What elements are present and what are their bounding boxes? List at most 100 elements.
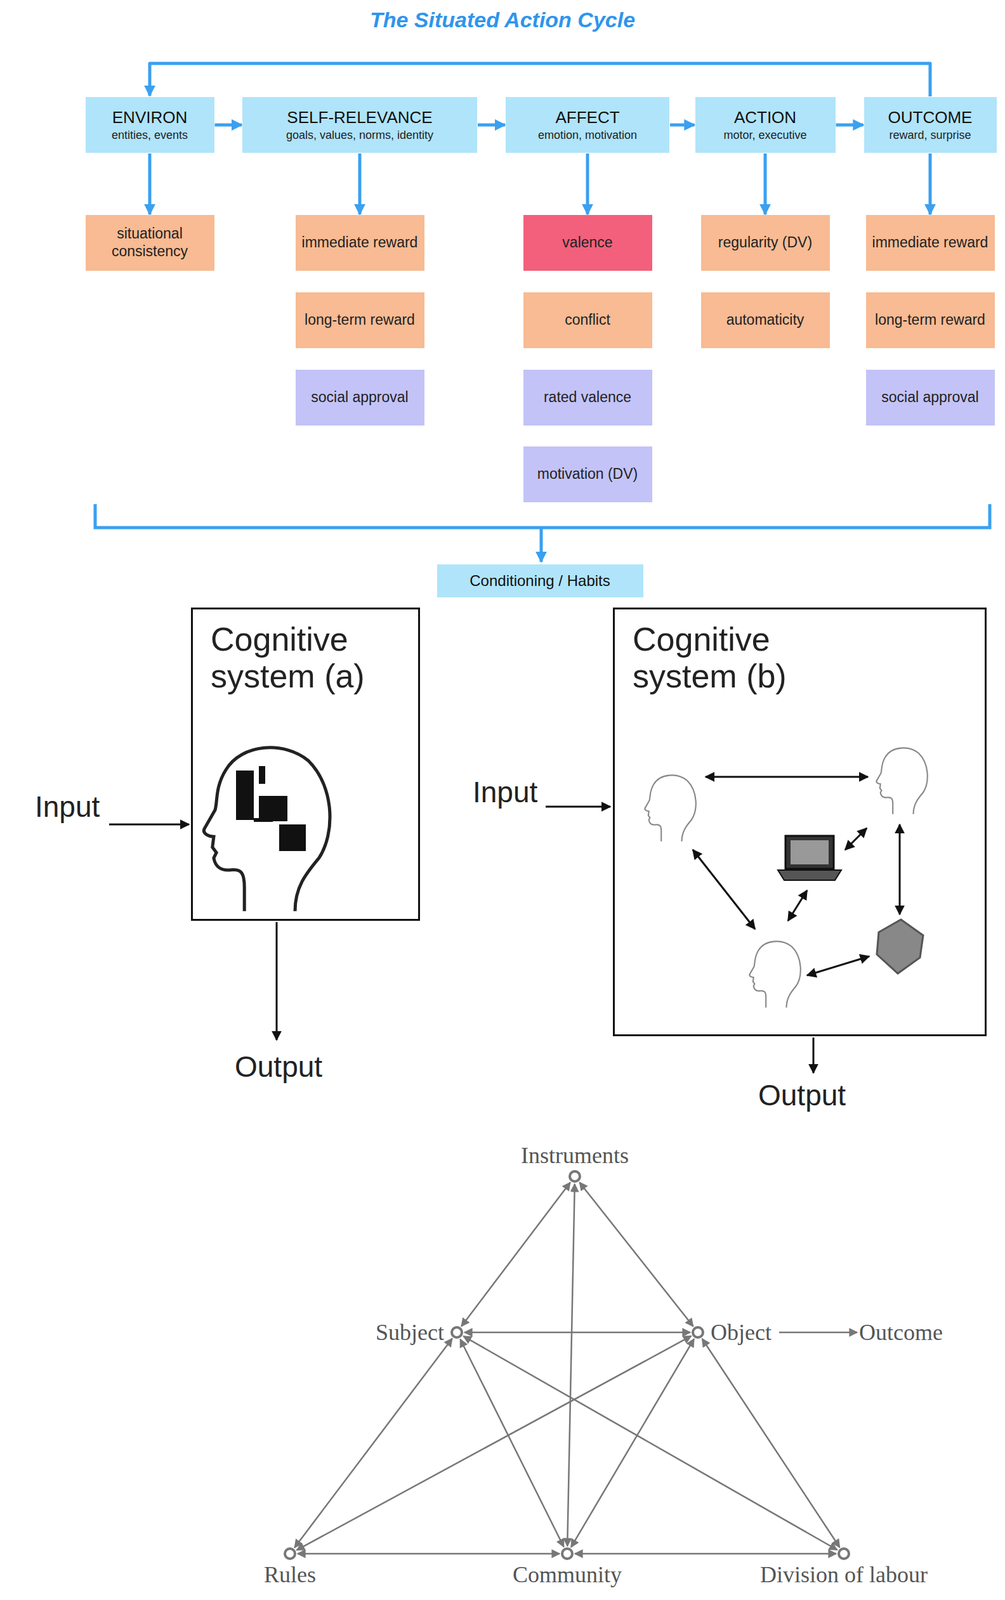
- measure-label: rated valence: [543, 388, 632, 407]
- measure-label: regularity (DV): [718, 234, 813, 252]
- stage-subtitle: emotion, motivation: [538, 128, 638, 143]
- stage-heading: ENVIRON: [112, 107, 188, 128]
- input-arrow: [545, 806, 611, 809]
- relation-arrow: [294, 1339, 453, 1549]
- stage-heading: AFFECT: [555, 107, 620, 128]
- output-label: Output: [758, 1078, 846, 1113]
- process-label: Conditioning / Habits: [469, 572, 610, 591]
- stage-heading: ACTION: [734, 107, 797, 128]
- relation-arrow: [579, 1182, 693, 1327]
- flow-arrow: [215, 123, 243, 127]
- node-label: Division of labour: [760, 1562, 928, 1589]
- measure-box: long-term reward: [295, 292, 425, 349]
- laptop-icon: [777, 836, 842, 881]
- activity-node: Subject: [450, 1326, 464, 1340]
- output-arrow: [275, 922, 278, 1041]
- system-title: Cognitive system (b): [632, 621, 823, 695]
- activity-node: Division of labour: [837, 1548, 851, 1561]
- flow-arrow: [763, 153, 768, 215]
- node-label: Subject: [375, 1319, 445, 1347]
- activity-node: Instruments: [568, 1170, 582, 1184]
- measure-box: regularity (DV): [701, 215, 830, 271]
- measure-box: immediate reward: [295, 215, 425, 271]
- measure-label: situational consistency: [91, 225, 209, 261]
- stage-box: ENVIRONentities, events: [85, 97, 215, 153]
- measure-box: social approval: [866, 369, 995, 426]
- process-box: Conditioning / Habits: [437, 564, 644, 598]
- input-label: Input: [472, 775, 538, 810]
- relation-arrow: [779, 1332, 858, 1335]
- relation-arrow: [464, 1332, 691, 1335]
- diagram-title: The Situated Action Cycle: [0, 7, 1005, 33]
- measure-label: conflict: [564, 311, 611, 330]
- relation-arrow: [463, 1336, 837, 1551]
- stage-subtitle: goals, values, norms, identity: [286, 128, 434, 143]
- measure-label: social approval: [310, 388, 408, 407]
- head-icon: [203, 748, 330, 912]
- stage-box: OUTCOMEreward, surprise: [864, 97, 997, 153]
- system-box: Cognitive system (a): [190, 607, 421, 922]
- node-label: Object: [710, 1319, 772, 1347]
- measure-label: long-term reward: [304, 311, 415, 330]
- mind-blocks: [236, 766, 306, 852]
- relation-arrow: [459, 1340, 564, 1549]
- node-label: Rules: [263, 1562, 316, 1589]
- stage-heading: OUTCOME: [888, 107, 973, 128]
- measure-label: automaticity: [726, 311, 805, 330]
- measure-label: valence: [562, 234, 613, 252]
- measure-box: valence: [523, 215, 653, 271]
- node-label: Community: [512, 1562, 622, 1589]
- measure-box: automaticity: [701, 292, 830, 349]
- measure-label: long-term reward: [874, 311, 986, 330]
- stage-subtitle: entities, events: [111, 128, 188, 143]
- flow-arrow: [928, 153, 933, 215]
- measure-label: social approval: [881, 388, 979, 407]
- measure-label: immediate reward: [872, 234, 989, 252]
- measure-box: motivation (DV): [523, 446, 653, 503]
- measure-box: situational consistency: [85, 215, 215, 271]
- stage-subtitle: reward, surprise: [888, 128, 971, 143]
- stage-heading: SELF-RELEVANCE: [286, 107, 433, 128]
- relation-arrow: [571, 1339, 695, 1548]
- flow-arrow: [586, 153, 590, 215]
- flow-arrow: [149, 63, 931, 97]
- stage-box: AFFECTemotion, motivation: [505, 97, 670, 153]
- activity-node: Object: [691, 1326, 705, 1340]
- activity-node: Community: [560, 1548, 574, 1561]
- head-icon: [876, 748, 927, 815]
- measure-box: long-term reward: [866, 292, 995, 349]
- activity-node: Rules: [283, 1548, 297, 1561]
- flow-arrow: [836, 123, 864, 127]
- relation-arrow: [702, 1339, 841, 1549]
- measure-box: rated valence: [523, 369, 653, 426]
- flow-arrow: [670, 123, 695, 127]
- bracket: [95, 504, 990, 528]
- phone-icon: [876, 919, 924, 974]
- node-label: Instruments: [520, 1142, 629, 1170]
- outcome-label: Outcome: [859, 1319, 943, 1347]
- flow-arrow: [148, 153, 152, 215]
- measure-box: conflict: [523, 292, 653, 349]
- bracket-arrow: [539, 527, 544, 563]
- stage-box: SELF-RELEVANCEgoals, values, norms, iden…: [242, 97, 478, 153]
- measure-label: motivation (DV): [537, 465, 638, 484]
- relation-arrow: [567, 1184, 575, 1547]
- relation-arrow: [574, 1553, 837, 1556]
- stage-subtitle: motor, executive: [723, 128, 807, 143]
- flow-arrow: [358, 153, 362, 215]
- input-label: Input: [34, 789, 100, 825]
- measure-box: immediate reward: [866, 215, 995, 271]
- measure-label: immediate reward: [302, 234, 419, 252]
- system-box: Cognitive system (b): [612, 607, 987, 1037]
- output-arrow: [812, 1037, 815, 1074]
- relation-arrow: [461, 1183, 571, 1328]
- interaction-arrows: [692, 777, 900, 976]
- outcome-text: Outcome: [859, 1319, 943, 1347]
- relation-arrow: [297, 1553, 560, 1556]
- output-label: Output: [234, 1050, 323, 1085]
- flow-arrow: [477, 123, 506, 127]
- measure-box: social approval: [295, 369, 425, 426]
- stage-box: ACTIONmotor, executive: [695, 97, 836, 153]
- input-arrow: [109, 824, 190, 827]
- head-icon: [749, 941, 801, 1008]
